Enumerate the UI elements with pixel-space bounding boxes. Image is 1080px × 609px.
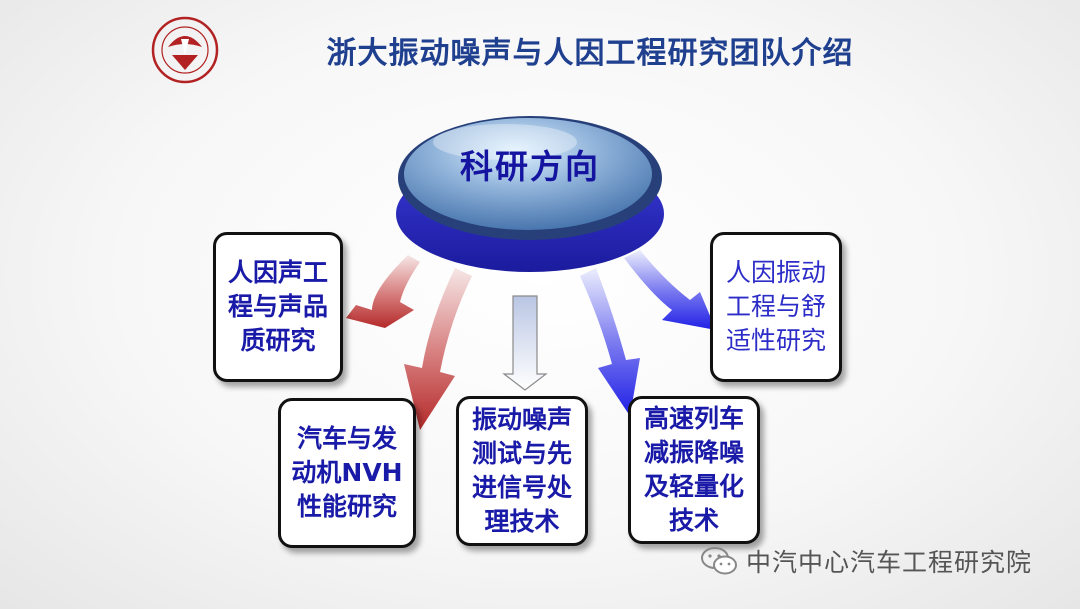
arrow-to-human-vibration: [624, 250, 716, 330]
watermark-text: 中汽中心汽车工程研究院: [746, 543, 1032, 579]
box-vibration-testing: 振动噪声 测试与先 进信号处 理技术: [456, 396, 588, 546]
box-vehicle-nvh: 汽车与发 动机NVH 性能研究: [278, 398, 416, 548]
watermark: 中汽中心汽车工程研究院: [700, 544, 1032, 578]
page-title: 浙大振动噪声与人因工程研究团队介绍: [240, 28, 940, 72]
arrow-to-human-acoustic: [346, 255, 420, 328]
arrow-to-high-speed-train: [580, 268, 640, 416]
university-logo: [150, 15, 220, 85]
wechat-icon: [700, 545, 738, 577]
box-high-speed-train: 高速列车 减振降噪 及轻量化 技术: [628, 396, 760, 544]
box-human-acoustic: 人因声工 程与声品 质研究: [213, 232, 343, 382]
box-human-vibration: 人因振动 工程与舒 适性研究: [710, 232, 842, 382]
center-label: 科研方向: [410, 140, 650, 188]
arrow-to-vibration-testing: [504, 296, 546, 390]
